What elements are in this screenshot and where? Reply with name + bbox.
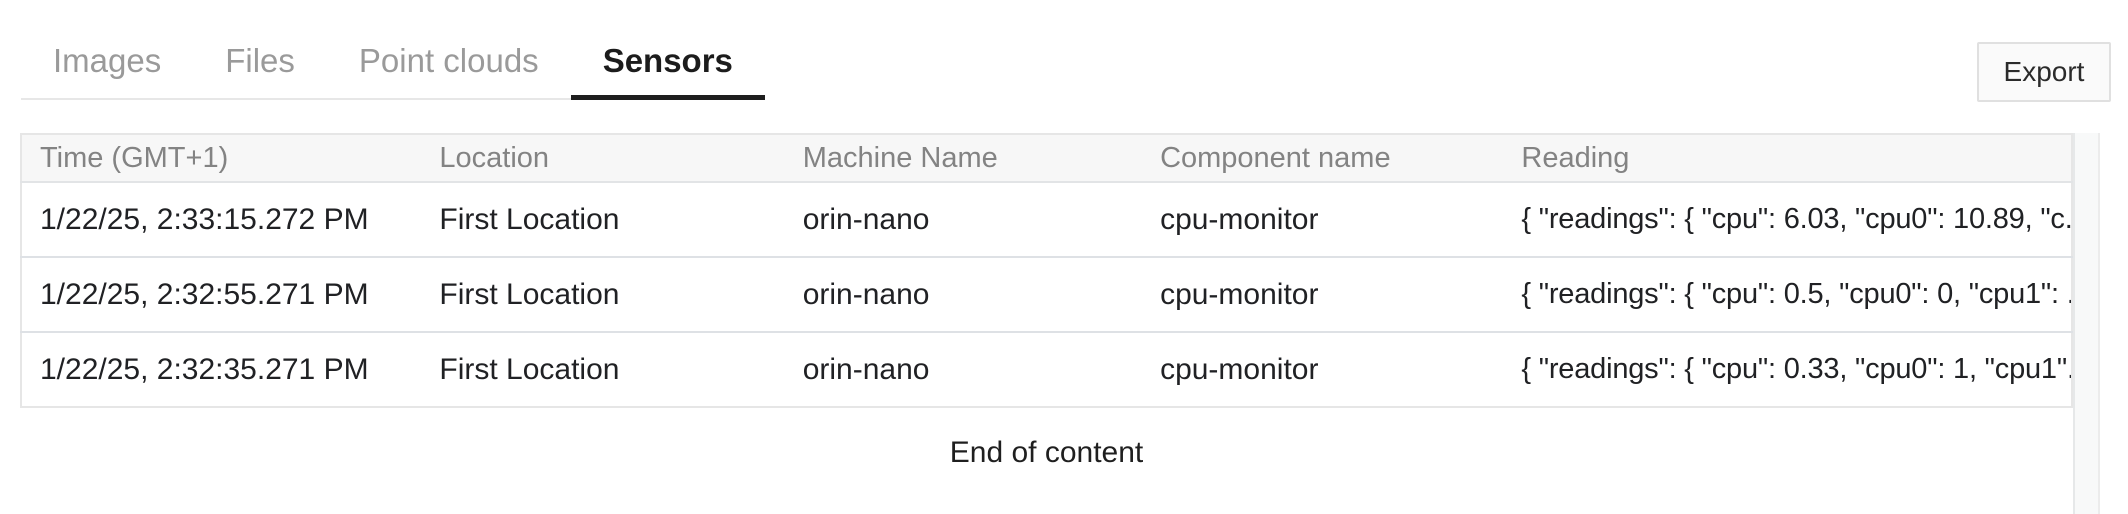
cell-reading: { "readings": { "cpu": 0.33, "cpu0": 1, …	[1521, 353, 2072, 385]
cell-machine-name: orin-nano	[802, 352, 930, 386]
cell-location: First Location	[421, 257, 785, 333]
sensor-readings-table: Time (GMT+1) Location Machine Name Compo…	[20, 133, 2073, 408]
table-row: 1/22/25, 2:32:35.271 PM First Location o…	[21, 332, 2072, 407]
tab-sensors[interactable]: Sensors	[570, 0, 766, 100]
export-button[interactable]: Export	[1977, 42, 2111, 102]
tab-list: Images Files Point clouds Sensors	[21, 0, 766, 100]
column-header-location: Location	[421, 134, 785, 183]
cell-reading: { "readings": { "cpu": 0.5, "cpu0": 0, "…	[1503, 257, 2072, 333]
end-of-content-message: End of content	[949, 436, 1144, 469]
cell-component-name: cpu-monitor	[1142, 257, 1504, 333]
tab-files[interactable]: Files	[225, 42, 295, 79]
column-header-reading: Reading	[1503, 134, 2072, 183]
cell-reading: { "readings": { "cpu": 6.03, "cpu0": 10.…	[1503, 182, 2072, 258]
table-header-row: Time (GMT+1) Location Machine Name Compo…	[21, 134, 2072, 183]
table-row: 1/22/25, 2:32:55.271 PM First Location o…	[21, 257, 2072, 333]
sensor-data-panel: Time (GMT+1) Location Machine Name Compo…	[20, 133, 2100, 514]
tab-point-clouds[interactable]: Point clouds	[358, 42, 539, 79]
cell-time: 1/22/25, 2:32:55.271 PM	[21, 257, 422, 333]
table-row: 1/22/25, 2:33:15.272 PM First Location o…	[21, 182, 2072, 258]
vertical-scrollbar[interactable]	[2073, 133, 2100, 514]
tab-images[interactable]: Images	[53, 42, 162, 79]
cell-machine-name: orin-nano	[784, 182, 1143, 258]
cell-component-name: cpu-monitor	[1142, 182, 1504, 258]
cell-component-name: cpu-monitor	[1160, 352, 1319, 386]
cell-location: First Location	[439, 352, 620, 386]
column-header-machine-name: Machine Name	[784, 134, 1143, 183]
cell-location: First Location	[421, 182, 785, 258]
column-header-component-name: Component name	[1142, 134, 1504, 183]
cell-time: 1/22/25, 2:33:15.272 PM	[21, 182, 422, 258]
cell-time: 1/22/25, 2:32:35.271 PM	[40, 352, 369, 386]
tab-bar: Images Files Point clouds Sensors	[21, 0, 766, 100]
cell-machine-name: orin-nano	[784, 257, 1143, 333]
column-header-time: Time (GMT+1)	[21, 134, 422, 183]
